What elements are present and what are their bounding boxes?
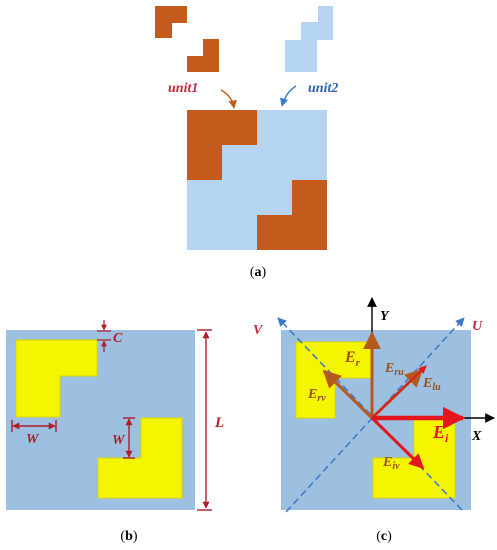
label-e-rv: Erv bbox=[307, 387, 326, 404]
label-y: Y bbox=[380, 309, 390, 324]
panel-b: C W W L (b) bbox=[6, 320, 224, 544]
caption-a: (a) bbox=[250, 265, 267, 280]
label-e-r: Er bbox=[344, 349, 361, 369]
label-w-mid: W bbox=[112, 433, 126, 448]
caption-b: (b) bbox=[120, 529, 137, 544]
label-e-i: Ei bbox=[432, 422, 449, 445]
label-w-top: W bbox=[26, 432, 40, 447]
vector-e-lu bbox=[371, 365, 427, 419]
vector-e-rv bbox=[322, 369, 374, 420]
dimension-c bbox=[97, 320, 111, 352]
label-e-iv: Eiv bbox=[382, 455, 400, 472]
vector-e-iv bbox=[370, 416, 425, 470]
dimension-w-vertical bbox=[123, 417, 135, 459]
panel-c: U V Y X Er Eru Elu Erv Eiv Ei (c) bbox=[253, 297, 495, 544]
unit2-arrow bbox=[280, 85, 297, 107]
dimension-l bbox=[197, 329, 212, 511]
unit2-icon bbox=[285, 6, 333, 72]
unit1-icon bbox=[155, 6, 219, 72]
unit1-patch-top bbox=[187, 110, 257, 180]
label-v: V bbox=[253, 323, 264, 338]
caption-c: (c) bbox=[376, 529, 392, 544]
panel-a: unit1 unit2 (a) bbox=[155, 6, 338, 280]
patch-bottom-right bbox=[97, 417, 183, 499]
unit1-patch-bottom bbox=[257, 180, 327, 250]
dimension-w-horizontal bbox=[11, 420, 57, 432]
unit1-label: unit1 bbox=[168, 81, 198, 96]
unit1-arrow bbox=[220, 89, 237, 109]
label-e-ru: Eru bbox=[384, 361, 404, 378]
label-l: L bbox=[214, 415, 224, 431]
label-u: U bbox=[472, 319, 483, 334]
label-e-lu: Elu bbox=[422, 376, 441, 393]
label-x: X bbox=[471, 429, 482, 444]
unit2-label: unit2 bbox=[308, 81, 338, 96]
label-c: C bbox=[113, 331, 123, 346]
